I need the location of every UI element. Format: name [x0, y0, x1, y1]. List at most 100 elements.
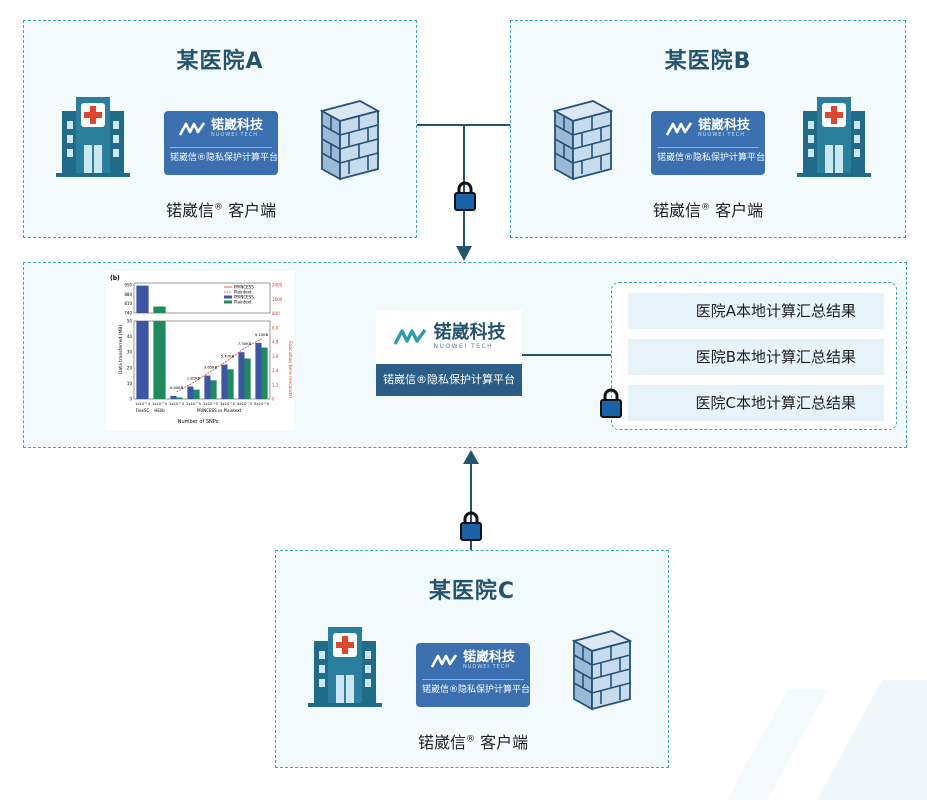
chart-bar [170, 395, 177, 399]
chart-x-tick-label: 2x10^5 [203, 401, 219, 406]
chart-data-label: 1.82KB [187, 376, 201, 381]
lock-icon [600, 388, 622, 418]
lock-icon [454, 181, 476, 211]
chart-y-tick-label: 950 [124, 283, 132, 288]
chart-bar [244, 358, 251, 399]
chart-bar [210, 380, 217, 399]
arrow-up-icon [463, 450, 479, 464]
chart-y-tick-label: 40 [127, 334, 133, 339]
chart-bar [153, 321, 166, 399]
chart-group-label: PRINCESS vs Plaintext [197, 408, 242, 413]
chart-x-tick-label: 1x10^4 [135, 401, 151, 406]
chart-legend-label: PRINCESS [234, 285, 254, 290]
chart-xlabel: Number of SNPs [178, 419, 219, 425]
platform-label: 锘崴信®隐私保护计算平台 [376, 364, 522, 396]
hospital-b-title: 某医院B [664, 49, 752, 74]
hospital-a-title: 某医院A [176, 49, 264, 74]
chart-bar [261, 347, 268, 399]
chart-legend-swatch [224, 300, 232, 304]
chart-bar [176, 397, 183, 399]
client-label: 锘崴信® 客户端 [418, 733, 529, 752]
chart-y-tick-label: 740 [124, 311, 132, 316]
result-item-c: 医院C本地计算汇总结果 [628, 385, 884, 421]
nuowei-logo-icon [665, 122, 692, 136]
chart-y2-tick-label: 1600 [272, 297, 283, 302]
chart-x-tick-label: 3x10^5 [220, 401, 236, 406]
result-item-b: 医院B本地计算汇总结果 [628, 339, 884, 375]
arrow-down-icon [456, 246, 472, 261]
hospital-building-icon [797, 97, 871, 177]
connector-line [463, 124, 465, 248]
client-label: 锘崴信® 客户端 [166, 201, 277, 220]
nuowei-logo-icon [178, 122, 205, 136]
nuowei-logo-icon [430, 654, 457, 668]
chart-data-label: 3.65KB [204, 365, 218, 370]
chart-bar [187, 386, 194, 399]
chart-legend-label: Plaintext [234, 290, 252, 295]
chart-y2-tick-label: 6.0 [272, 325, 279, 330]
chart-legend-label: Plaintext [234, 300, 252, 305]
chart-x-tick-label: 5x10^5 [254, 401, 270, 406]
chart-y2-tick-label: 0 [272, 397, 275, 402]
chart-group-label: FlexSC [136, 408, 150, 413]
chart-y2-tick-label: 800 [272, 311, 280, 316]
results-panel: 医院A本地计算汇总结果 医院B本地计算汇总结果 医院C本地计算汇总结果 [611, 282, 897, 430]
chart-x-tick-label: 1x10^5 [186, 401, 202, 406]
platform-label: 锘崴信®隐私保护计算平台 [170, 147, 278, 168]
chart-x-tick-label: 4x10^5 [237, 401, 253, 406]
chart-bar [238, 352, 245, 399]
chart-bar [227, 369, 234, 399]
chart-data-label: 7.30KB [238, 341, 252, 346]
chart-panel-label: (b) [110, 275, 120, 282]
chart-bar [153, 306, 166, 313]
chart-ylabel: Data transferred (MB) [118, 325, 124, 374]
hospital-building-icon [308, 627, 382, 707]
chart-thumbnail: (b) Data transferred (MB) Execution time… [106, 271, 294, 431]
chart-data-label: 5.47KB [221, 354, 235, 359]
chart-y-tick-label: 10 [127, 381, 133, 386]
nuowei-logo-icon [393, 329, 426, 345]
platform-label: 锘崴信®隐私保护计算平台 [657, 147, 765, 168]
firewall-icon [319, 100, 381, 181]
chart-y-tick-label: 50 [127, 319, 133, 324]
chart-y2label: Execution time (seconds) [287, 341, 293, 398]
chart-axis-frame-top [133, 282, 271, 314]
chart-legend-label: PRINCESS [234, 295, 254, 300]
result-item-a: 医院A本地计算汇总结果 [628, 293, 884, 329]
background-watermark [727, 680, 927, 800]
chart-data-label: 0.60KB [170, 385, 184, 390]
firewall-icon [552, 100, 614, 181]
chart-bar [136, 285, 149, 313]
chart-bar [204, 375, 211, 399]
platform-label: 锘崴信®隐私保护计算平台 [422, 679, 530, 700]
chart-legend-swatch [224, 295, 232, 299]
chart-x-tick-label: 1x10^4 [169, 401, 185, 406]
chart-bar [255, 342, 262, 399]
chart-y-tick-label: 880 [124, 292, 132, 297]
hospital-building-icon [56, 97, 130, 177]
chart-y-tick-label: 810 [124, 301, 132, 306]
lock-icon [460, 511, 482, 541]
chart-y2-tick-label: 4.8 [272, 340, 279, 345]
chart-bar [221, 364, 228, 399]
chart-y2-tick-label: 2400 [272, 283, 283, 288]
chart-y2-tick-label: 2.4 [272, 368, 279, 373]
chart-axis-frame-bottom [133, 320, 271, 400]
chart-bar [193, 389, 200, 399]
chart-group-label: HElib [154, 408, 165, 413]
chart-y2-tick-label: 3.6 [272, 354, 279, 359]
chart-data-label: 9.12KB [255, 332, 269, 337]
connector-line [522, 354, 611, 356]
firewall-icon [571, 630, 633, 711]
client-label: 锘崴信® 客户端 [653, 201, 764, 220]
hospital-c-title: 某医院C [428, 579, 516, 604]
